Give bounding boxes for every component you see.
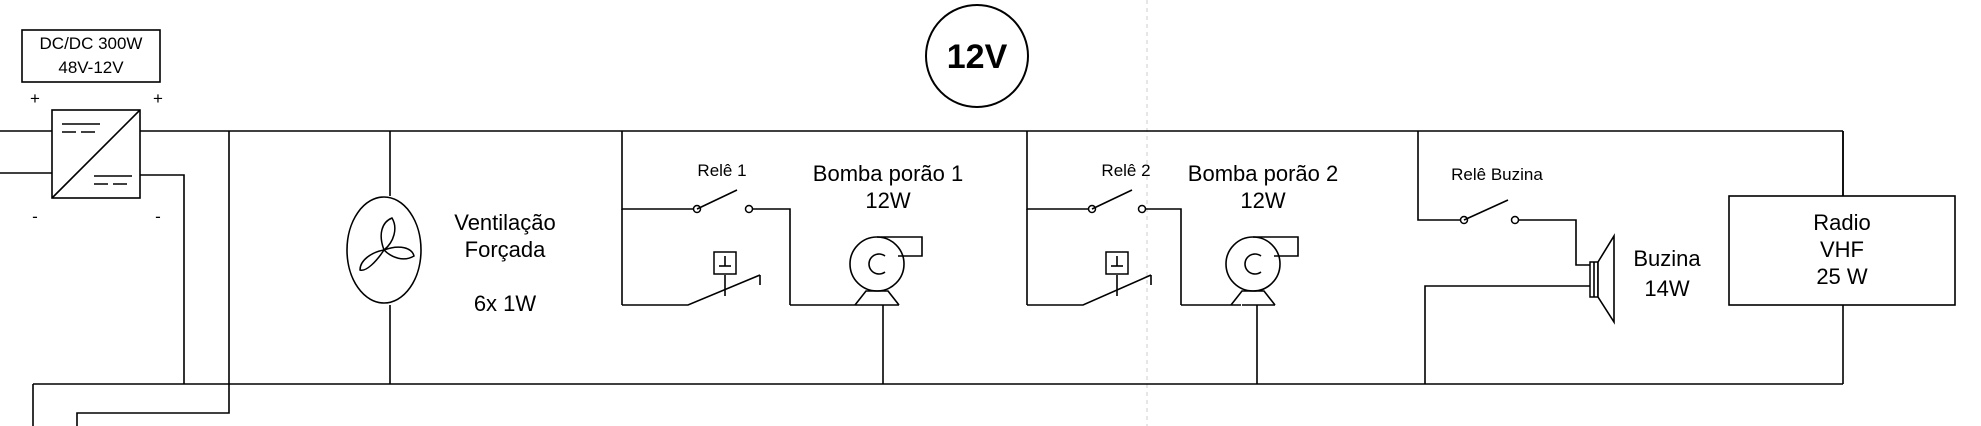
horn-icon [1589,233,1615,325]
ground-bus [32,305,1844,426]
fan-icon [346,196,422,304]
horn-label-1: Buzina [1633,246,1701,271]
relay-horn-label: Relê Buzina [1451,165,1543,184]
converter-title: DC/DC 300W [40,34,143,53]
voltage-badge: 12V [925,4,1029,108]
pump-1-icon [849,236,923,306]
converter-minus-right: - [155,207,161,226]
radio-label-2: VHF [1820,237,1864,262]
relay-2 [1026,131,1241,306]
radio-box: Radio VHF 25 W [1728,131,1956,306]
voltage-badge-label: 12V [947,38,1008,76]
ventilation-label-2: Forçada [465,237,546,262]
pump-1-label-2: 12W [865,188,910,213]
relay-1-label: Relê 1 [697,161,746,180]
horn-label-2: 14W [1644,276,1689,301]
converter-negative-wire [140,174,185,384]
radio-label-1: Radio [1813,210,1870,235]
pump-2-label-2: 12W [1240,188,1285,213]
positive-bus [140,130,1844,196]
pump-1-label-1: Bomba porão 1 [813,161,963,186]
horn-ground-wire [1424,285,1590,384]
relay-1 [621,131,866,306]
converter-ratio: 48V-12V [58,58,124,77]
converter-label-box: DC/DC 300W 48V-12V [21,29,161,83]
converter-minus-left: - [32,207,38,226]
ventilation-label-3: 6x 1W [474,291,537,316]
relay-2-label: Relê 2 [1101,161,1150,180]
converter-plus-left: + [30,89,40,108]
ventilation-label-1: Ventilação [454,210,556,235]
radio-label-3: 25 W [1816,264,1868,289]
converter-plus-right: + [153,89,163,108]
relay-horn [1417,131,1590,266]
pump-2-label-1: Bomba porão 2 [1188,161,1338,186]
feed-wire [76,131,230,426]
dcdc-converter-icon [51,109,141,199]
pump-2-icon [1225,236,1299,306]
